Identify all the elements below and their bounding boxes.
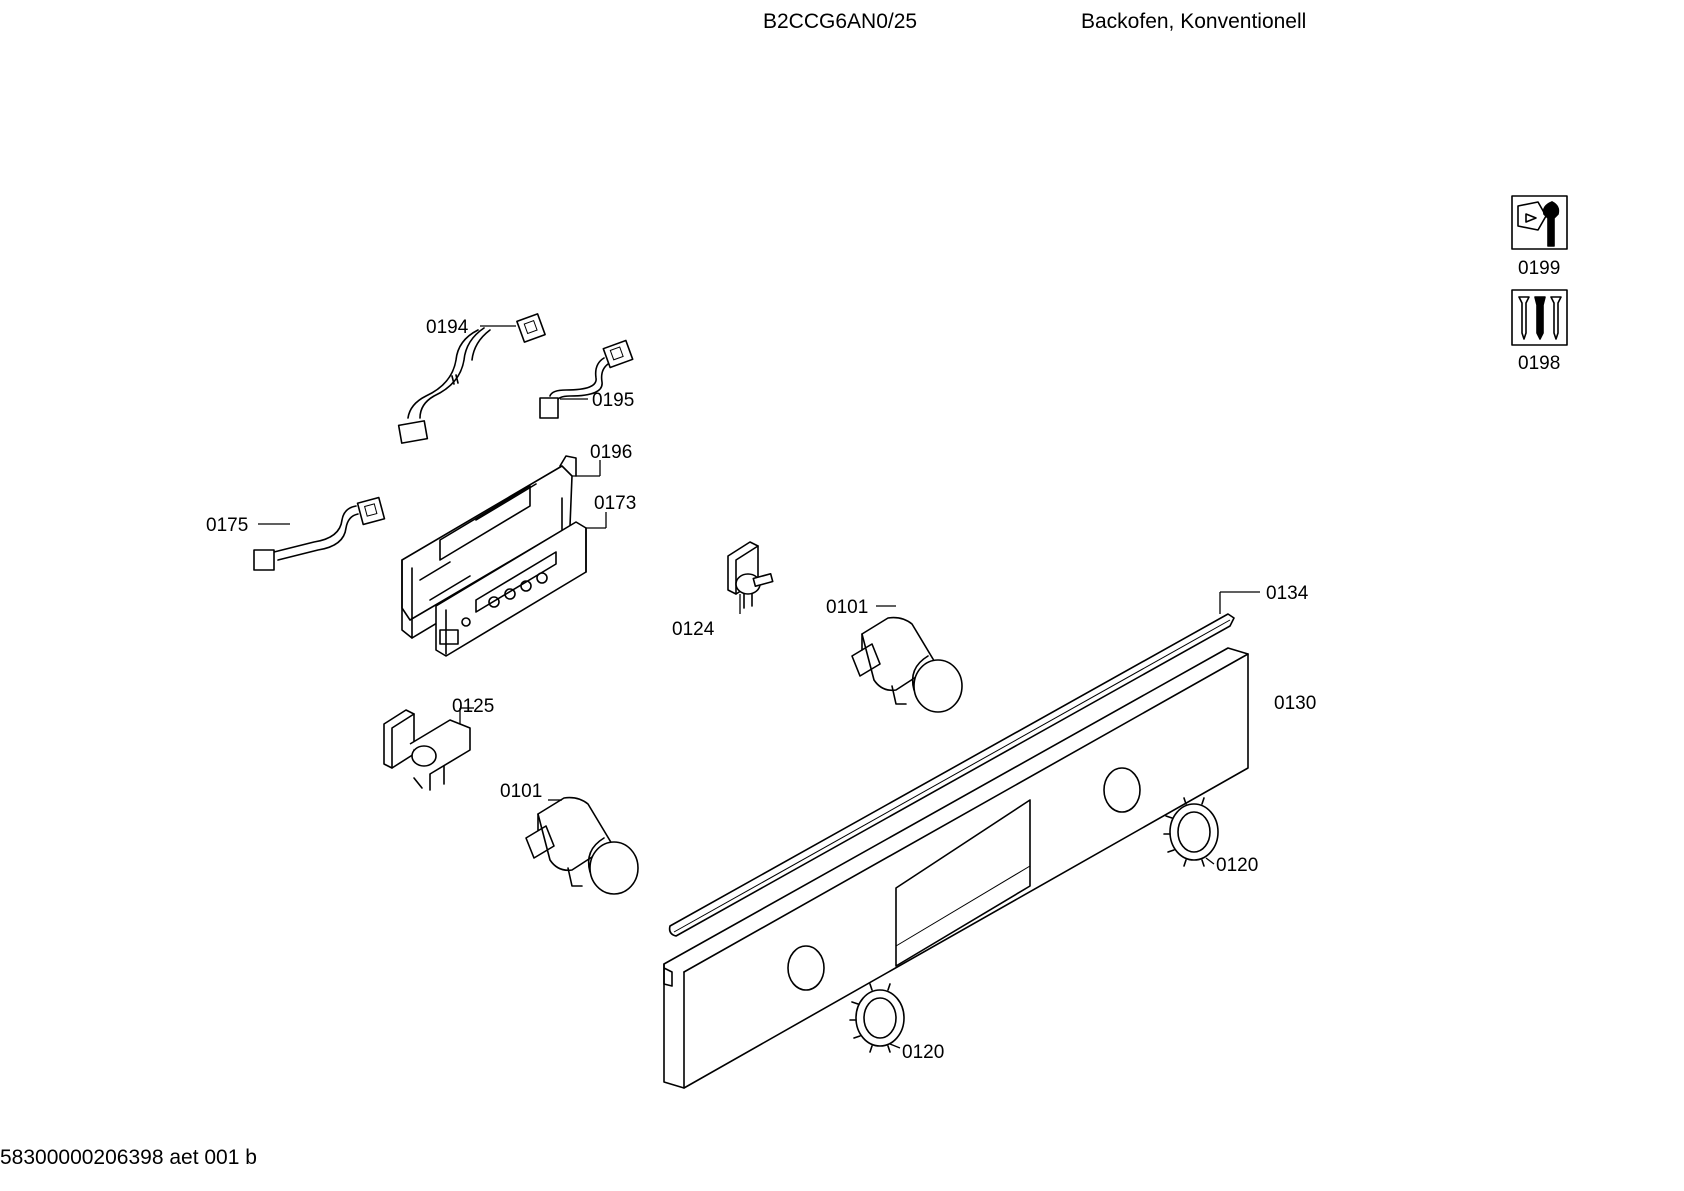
callout-0195: 0195 bbox=[592, 390, 634, 411]
callout-0196: 0175 bbox=[206, 515, 248, 536]
callout-0120b: 0120 bbox=[902, 1042, 944, 1063]
model-number: B2CCG6AN0/25 bbox=[763, 10, 918, 33]
service-tool-icon[interactable] bbox=[1511, 195, 1568, 250]
trim-strip-0134 bbox=[668, 613, 1235, 937]
callout-0130: 0130 bbox=[1274, 693, 1316, 714]
wiring-harness-0195 bbox=[539, 339, 634, 419]
switch-bracket-0124 bbox=[727, 541, 774, 609]
callout-0101b: 0101 bbox=[500, 781, 542, 802]
callout-0134: 0134 bbox=[1266, 583, 1309, 604]
control-module-0175-0173 bbox=[401, 455, 587, 657]
callout-0124: 0124 bbox=[672, 619, 715, 640]
callout-0175: 0196 bbox=[590, 442, 632, 463]
bezel-ring-0120-bottom bbox=[849, 983, 905, 1053]
callout-0101a: 0101 bbox=[826, 597, 868, 618]
bezel-ring-0120-right bbox=[1163, 797, 1219, 867]
appliance-description: Backofen, Konventionell bbox=[1081, 10, 1307, 33]
callout-0194: 0194 bbox=[426, 317, 469, 338]
control-panel-0130 bbox=[663, 647, 1249, 1089]
screws-icon[interactable] bbox=[1511, 289, 1568, 346]
callout-0125: 0125 bbox=[452, 696, 494, 717]
callout-0173: 0173 bbox=[594, 493, 636, 514]
icon-label-0199: 0199 bbox=[1518, 258, 1560, 279]
callout-0120a: 0120 bbox=[1216, 855, 1258, 876]
rotary-switch-0101-upper bbox=[851, 616, 963, 713]
wiring-harness-0196 bbox=[253, 496, 386, 571]
rotary-switch-0101-lower bbox=[525, 796, 639, 895]
icon-label-0198: 0198 bbox=[1518, 353, 1560, 374]
wiring-harness-0194 bbox=[397, 313, 546, 444]
document-code: 58300000206398 aet 001 b bbox=[0, 1146, 257, 1169]
switch-bracket-0125 bbox=[383, 709, 471, 791]
